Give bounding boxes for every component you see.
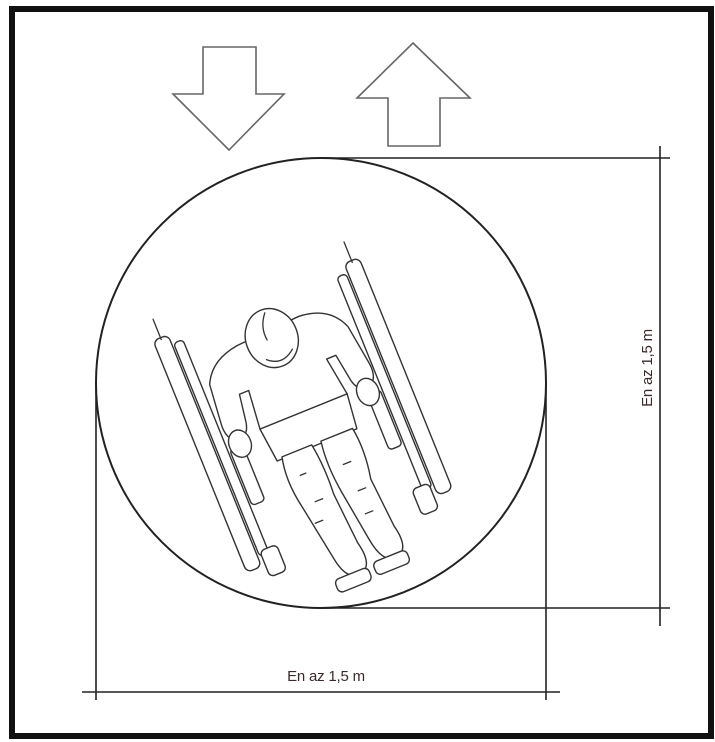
- outer-frame: [9, 6, 714, 739]
- vertical-dimension-label: En az 1,5 m: [639, 329, 656, 407]
- vertical-dimension: [321, 146, 670, 626]
- down-arrow-icon: [171, 46, 286, 152]
- up-arrow-icon: [355, 41, 472, 147]
- wheelchair-user-icon: [152, 241, 452, 593]
- horizontal-dimension: [82, 383, 560, 700]
- horizontal-dimension-label: En az 1,5 m: [287, 668, 365, 685]
